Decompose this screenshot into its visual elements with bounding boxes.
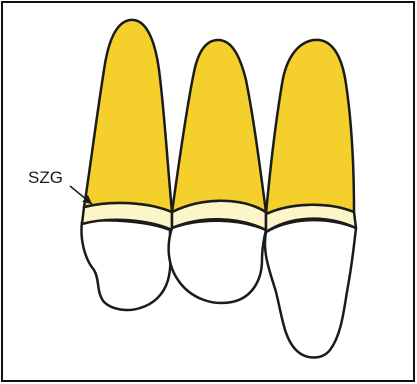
szg-label: SZG (28, 168, 63, 187)
